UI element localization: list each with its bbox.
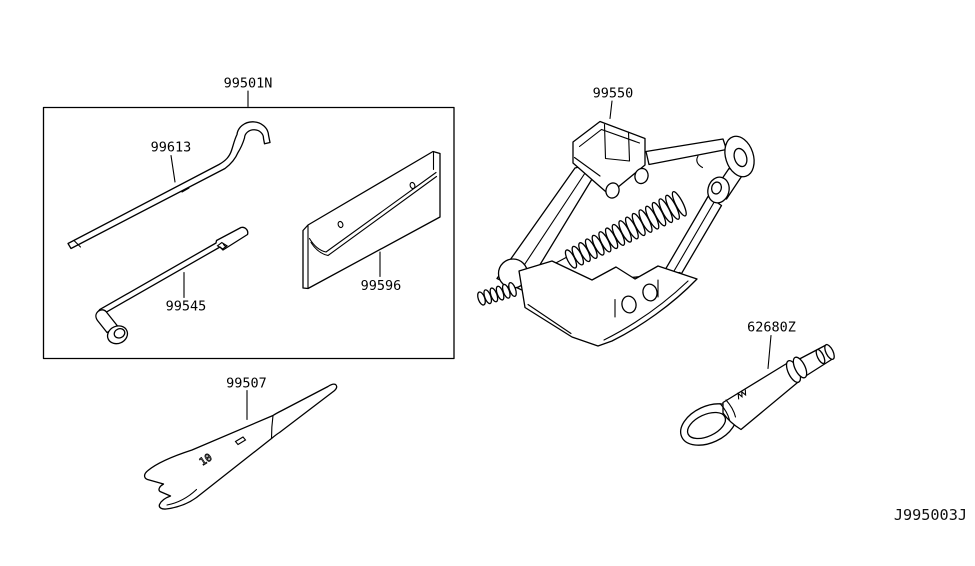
bag-snap-button <box>409 181 416 190</box>
part-label-jack: 99550 <box>593 86 634 102</box>
tow-hook-drawing <box>680 343 835 446</box>
part-label-jack-handle-rod: 99613 <box>151 140 192 156</box>
tool-kit-box-outline <box>42 106 455 360</box>
jack-handle-rod-drawing <box>67 121 271 250</box>
part-label-tool-kit-box: 99501N <box>224 76 273 92</box>
scissor-jack-drawing <box>477 120 755 347</box>
leader-tow-hook <box>767 334 772 370</box>
wheel-nut-wrench-drawing <box>95 226 249 345</box>
leader-jack-handle-rod <box>170 154 176 183</box>
wrench-stamp-mark <box>234 436 247 446</box>
diagram-ref-code: J995003J <box>894 506 967 524</box>
part-label-wheel-nut-wrench: 99545 <box>166 299 207 315</box>
part-label-tow-hook: 62680Z <box>747 320 796 336</box>
part-label-open-end-wrench: 99507 <box>226 376 267 392</box>
tool-bag-drawing <box>302 150 441 290</box>
callout-leader-lines <box>170 90 772 421</box>
open-end-wrench-drawing: 10 <box>143 383 338 510</box>
tow-hook-stamp-mark <box>737 389 747 400</box>
bag-snap-button <box>337 220 344 229</box>
part-label-tool-bag: 99596 <box>361 278 402 294</box>
leader-jack <box>609 100 613 120</box>
